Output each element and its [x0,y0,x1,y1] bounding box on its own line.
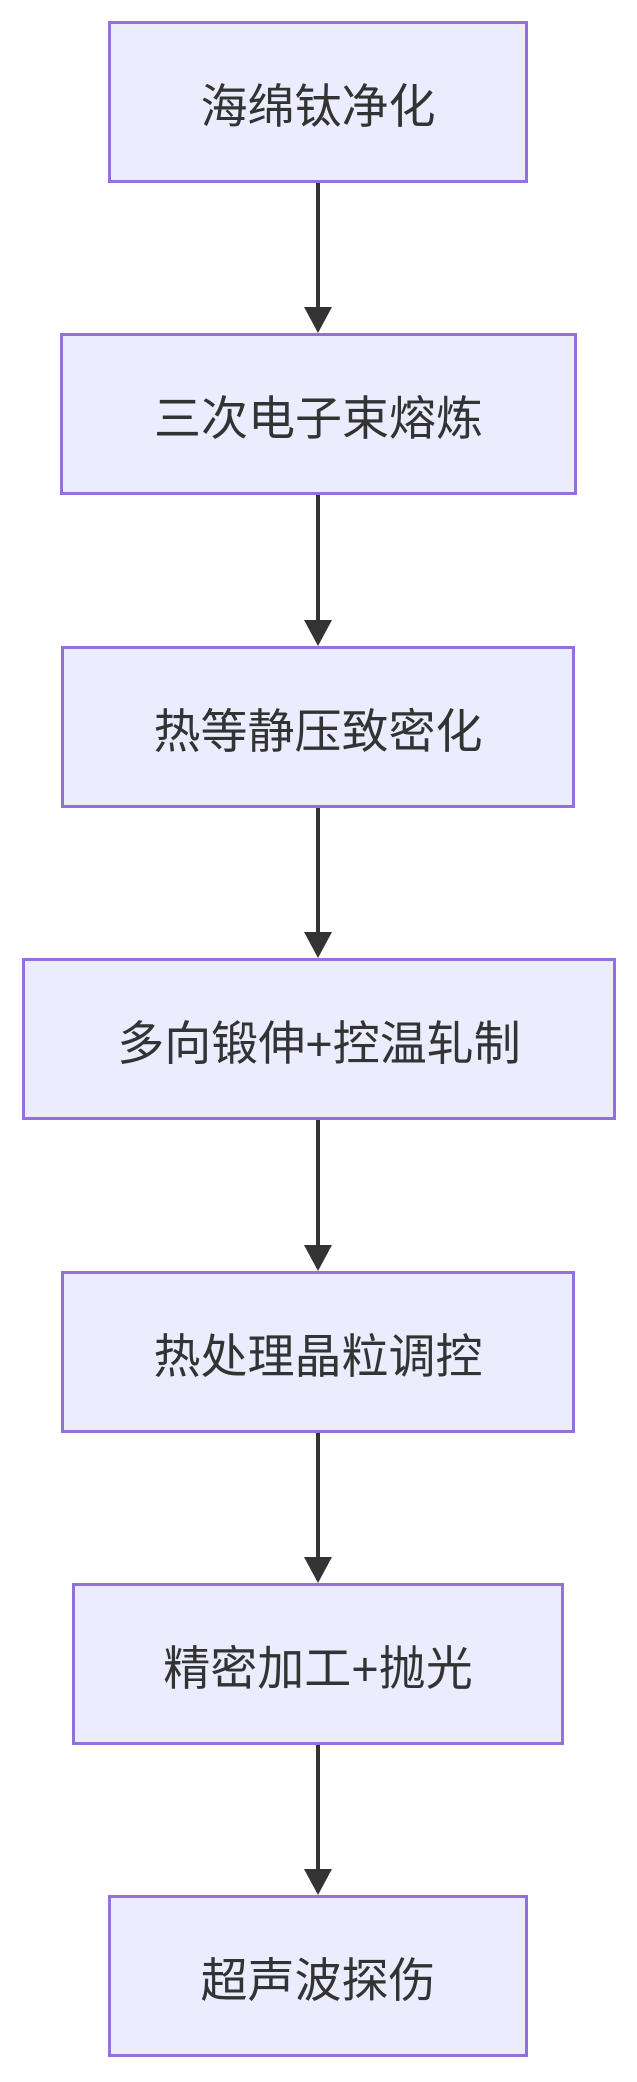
flow-node-step-7: 超声波探伤 [108,1895,528,2057]
flow-node-label: 热等静压致密化 [153,704,483,758]
arrow-line [316,808,320,934]
flow-node-step-5: 热处理晶粒调控 [61,1271,575,1433]
arrow-head-icon [304,307,332,333]
flow-node-label: 多向锻伸+控温轧制 [117,1016,521,1070]
flow-node-label: 热处理晶粒调控 [153,1329,483,1383]
flow-node-step-3: 热等静压致密化 [61,646,575,808]
arrow-line [316,1745,320,1871]
arrow-line [316,1120,320,1246]
flow-node-step-6: 精密加工+抛光 [72,1583,564,1745]
arrow-head-icon [304,1557,332,1583]
flow-node-step-4: 多向锻伸+控温轧制 [22,958,616,1120]
arrow-line [316,495,320,621]
flow-node-step-2: 三次电子束熔炼 [60,333,577,495]
flow-node-step-1: 海绵钛净化 [108,21,528,183]
arrow-line [316,183,320,309]
arrow-head-icon [304,620,332,646]
arrow-head-icon [304,1245,332,1271]
arrow-head-icon [304,932,332,958]
flow-node-label: 三次电子束熔炼 [154,391,483,445]
flow-node-label: 超声波探伤 [200,1953,436,2007]
arrow-head-icon [304,1869,332,1895]
arrow-line [316,1433,320,1559]
flow-node-label: 精密加工+抛光 [163,1641,473,1695]
flow-node-label: 海绵钛净化 [200,79,436,133]
